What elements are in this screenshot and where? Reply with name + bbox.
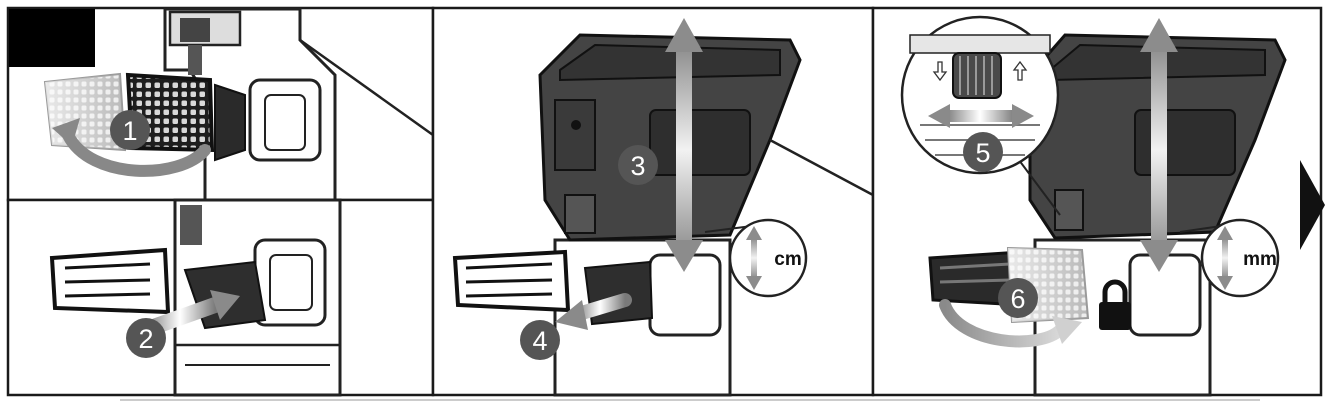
- vertical-double-arrow-icon: [1140, 18, 1178, 272]
- step-badge-6: 6: [998, 278, 1038, 318]
- panel-step-1: 1: [6, 6, 435, 202]
- mm-inset: mm: [1200, 218, 1280, 298]
- lock-icon: [1099, 279, 1131, 330]
- step-number-4: 4: [532, 326, 547, 356]
- cm-inset: cm: [728, 218, 808, 298]
- next-page-triangle-icon[interactable]: [1300, 160, 1325, 250]
- unit-label-cm: cm: [774, 249, 801, 270]
- step-number-6: 6: [1010, 284, 1025, 314]
- step-badge-4: 4: [520, 320, 560, 360]
- step-badge-3: 3: [618, 145, 658, 185]
- curved-arrow-icon: [52, 118, 211, 177]
- vertical-double-arrow-icon: [665, 18, 703, 272]
- depth-knob-inset: 5: [900, 15, 1060, 175]
- panel-steps-5-6: 6 mm: [871, 6, 1323, 397]
- step-badge-5: 5: [963, 132, 1003, 172]
- step-number-3: 3: [630, 151, 645, 181]
- step-number-5: 5: [975, 138, 990, 168]
- pull-arrow-icon: [555, 293, 632, 330]
- panel-step-2: 2: [6, 198, 435, 397]
- step-badge-2: 2: [126, 318, 166, 358]
- step-badge-1: 1: [110, 110, 150, 150]
- step-number-2: 2: [138, 324, 153, 354]
- panel-steps-3-4: 3 4 cm: [431, 6, 875, 397]
- curved-arrow-icon: [939, 299, 1082, 348]
- horizontal-double-arrow-icon: [928, 104, 1034, 128]
- unit-label-mm: mm: [1243, 249, 1277, 270]
- black-corner-block: [9, 9, 95, 67]
- step-number-1: 1: [122, 116, 137, 146]
